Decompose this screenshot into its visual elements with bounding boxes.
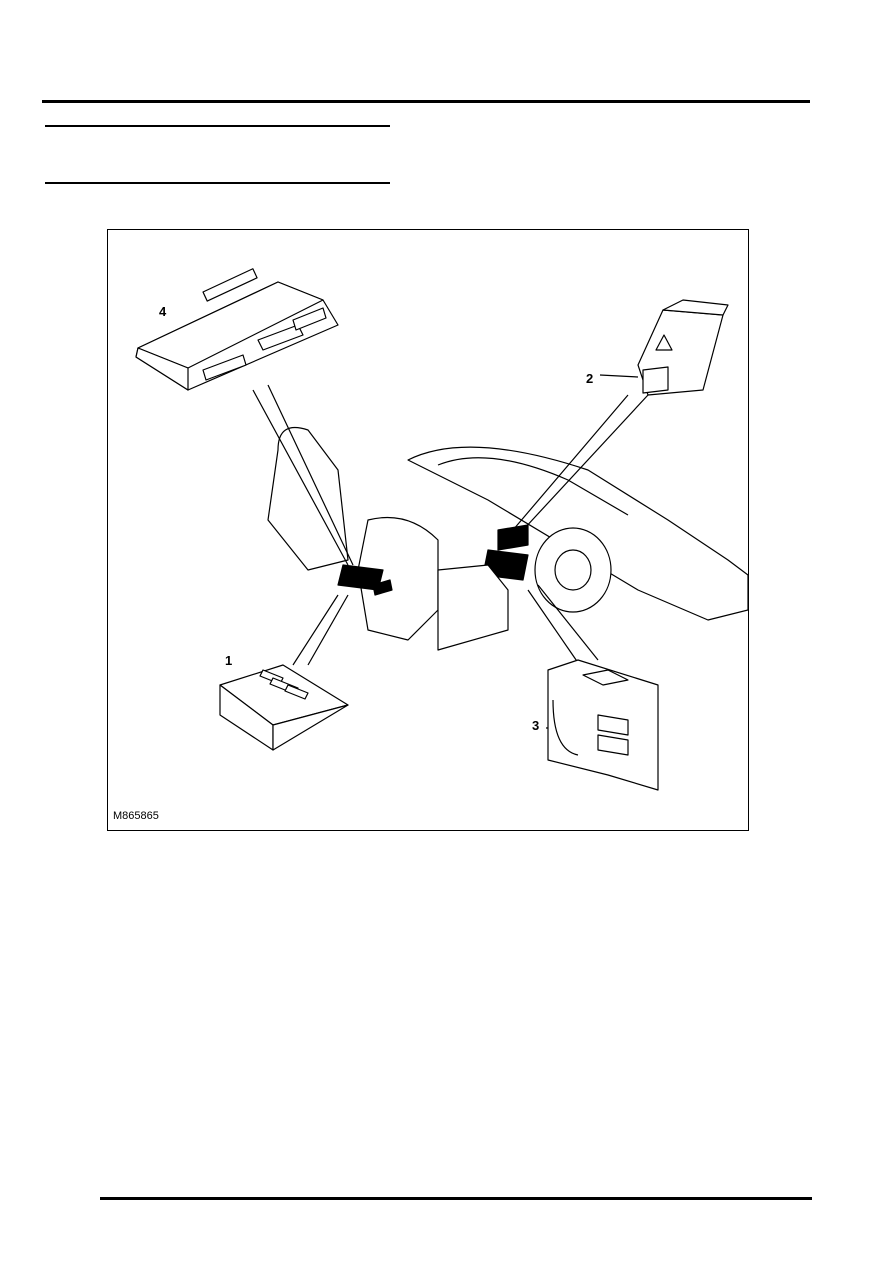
header-rule xyxy=(42,100,810,103)
seat-switch-pack-drawing xyxy=(219,664,349,751)
component-location-figure: 1 2 3 4 M865865 xyxy=(107,229,749,831)
callout-label-3: 3 xyxy=(532,718,540,733)
callout-label-4: 4 xyxy=(159,304,167,319)
callout-label-2: 2 xyxy=(586,371,594,386)
console-switch-drawing xyxy=(547,659,659,791)
figure-illustration xyxy=(135,268,748,791)
footer-rule xyxy=(100,1197,812,1200)
leader-lines xyxy=(252,374,649,729)
figure-reference: M865865 xyxy=(113,810,159,822)
callout-label-1: 1 xyxy=(225,653,233,668)
section-title-rule-top xyxy=(45,125,390,127)
control-module-drawing xyxy=(135,268,339,391)
vehicle-interior-drawing xyxy=(267,426,748,651)
section-title-rule-bottom xyxy=(45,182,390,184)
hazard-switch-drawing xyxy=(637,299,729,396)
